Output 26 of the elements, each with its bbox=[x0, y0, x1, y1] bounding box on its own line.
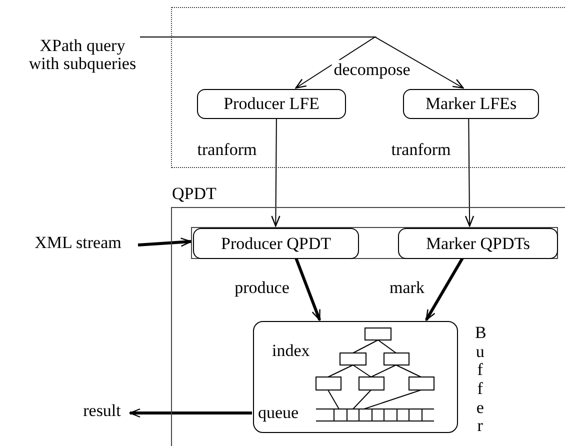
buffer-box bbox=[253, 321, 458, 433]
box-label: Producer LFE bbox=[224, 93, 320, 116]
edge-label: produce bbox=[232, 278, 292, 298]
group-box bbox=[191, 227, 558, 259]
box-label: Marker QPDTs bbox=[426, 232, 530, 255]
arrow bbox=[294, 256, 322, 321]
frame-heading: QPDT bbox=[172, 183, 216, 205]
rounded-box bbox=[197, 89, 346, 119]
arrow bbox=[464, 118, 474, 227]
output-label: result bbox=[74, 402, 130, 424]
arrow bbox=[129, 408, 252, 418]
queue-label: queue bbox=[258, 404, 299, 422]
rounded-box bbox=[193, 228, 359, 259]
box-label: Marker LFEs bbox=[425, 93, 517, 116]
vertical-label: Buffer bbox=[475, 324, 486, 436]
rounded-box bbox=[403, 89, 539, 119]
query-label: XPath query with subqueries bbox=[25, 37, 140, 79]
box-label: Producer QPDT bbox=[220, 232, 331, 255]
edge-label: decompose bbox=[332, 60, 412, 80]
rounded-box bbox=[398, 228, 558, 259]
input-label: XML stream bbox=[18, 234, 138, 256]
arrow bbox=[271, 118, 280, 227]
arrow bbox=[138, 238, 192, 247]
arrow bbox=[140, 36, 464, 89]
arrow bbox=[424, 256, 464, 321]
index-label: index bbox=[272, 342, 310, 360]
